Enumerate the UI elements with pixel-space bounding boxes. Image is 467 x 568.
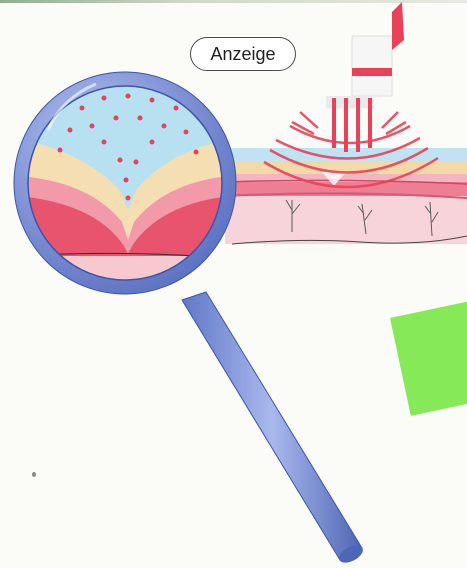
magnifying-glass-icon [14, 72, 366, 566]
dust-speck [32, 472, 36, 477]
